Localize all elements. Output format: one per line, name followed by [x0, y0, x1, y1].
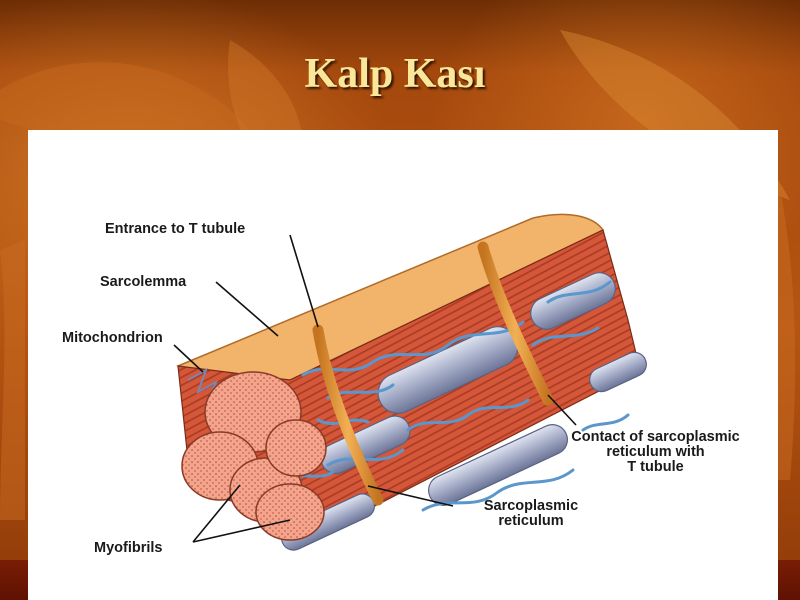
leaf-shape	[778, 180, 796, 480]
t-tubule	[477, 241, 554, 406]
leader-mitochondrion	[173, 344, 204, 373]
cardiac-muscle-illustration	[173, 213, 647, 551]
leader-sarcolemma	[215, 281, 279, 337]
diagram-panel: Entrance to T tubule Sarcolemma Mitochon…	[28, 130, 778, 600]
label-line: Sarcoplasmic	[483, 498, 579, 514]
label-line: reticulum	[498, 513, 564, 529]
myofibril-cross-section	[255, 483, 325, 541]
leader-lines	[173, 234, 577, 543]
leaf-shape	[0, 62, 250, 144]
label-contact-sr-t-tubule: Contact of sarcoplasmic reticulum with T…	[543, 430, 768, 475]
label-line: T tubule	[627, 459, 684, 475]
leader-sarcoplasmic-reticulum	[367, 485, 454, 507]
mitochondrion	[530, 272, 616, 330]
label-myofibrils: Myofibrils	[94, 540, 163, 556]
leader-entrance-t-tubule	[289, 234, 319, 328]
leader-myofibrils-2	[192, 519, 291, 543]
leaf-shape	[0, 240, 25, 520]
label-sarcolemma: Sarcolemma	[100, 274, 187, 290]
sarcoplasmic-reticulum-network	[286, 280, 630, 512]
label-line: reticulum with	[606, 444, 705, 460]
leader-contact-sr-t-tubule	[547, 394, 577, 426]
slide-title: Kalp Kası	[304, 51, 486, 97]
mitochondrion	[428, 424, 568, 506]
label-sarcoplasmic-reticulum: Sarcoplasmic reticulum	[456, 499, 606, 529]
t-tubules-group	[312, 241, 554, 506]
t-tubule	[312, 324, 384, 506]
label-line: Contact of sarcoplasmic	[571, 429, 740, 445]
label-mitochondrion: Mitochondrion	[62, 330, 163, 346]
label-entrance-t-tubule: Entrance to T tubule	[105, 221, 246, 237]
mitochondrion	[589, 351, 647, 393]
myofibril-cross-sections	[181, 371, 327, 541]
myofibril-cross-section	[265, 419, 327, 477]
leader-myofibrils-1	[192, 484, 241, 543]
